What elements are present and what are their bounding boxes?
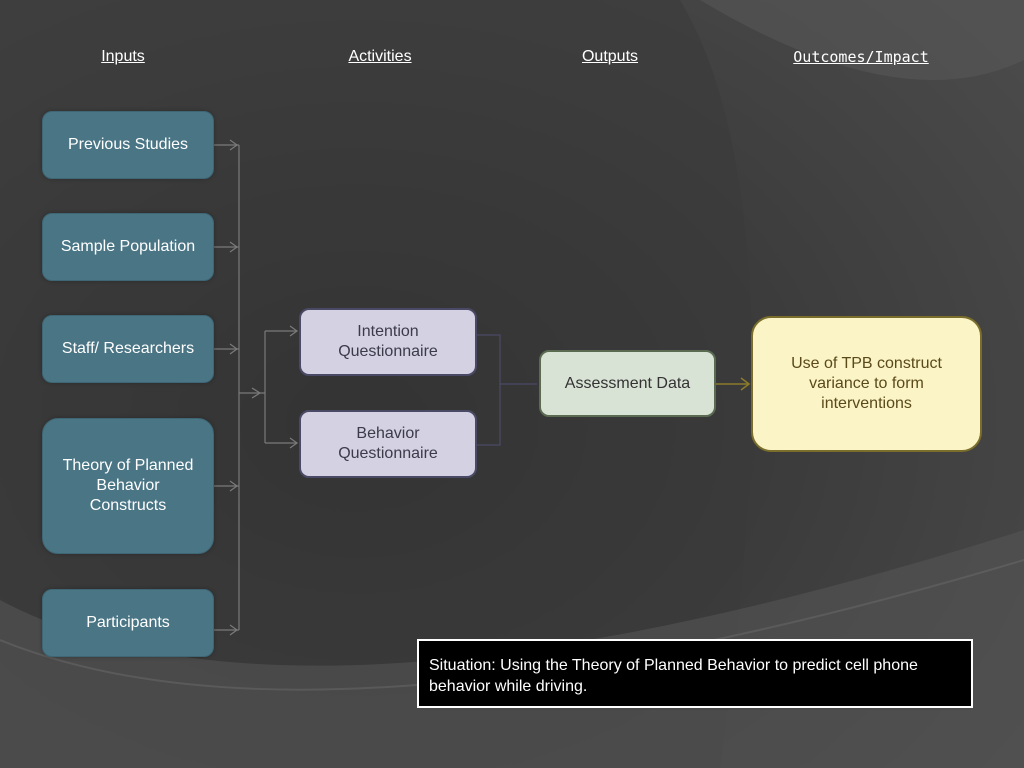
input-sample-population: Sample Population <box>42 213 214 281</box>
heading-outcomes: Outcomes/Impact <box>793 48 929 66</box>
situation-box: Situation: Using the Theory of Planned B… <box>417 639 973 708</box>
heading-activities: Activities <box>348 48 412 65</box>
input-participants: Participants <box>42 589 214 657</box>
output-assessment-data: Assessment Data <box>539 350 716 417</box>
activity-behavior-questionnaire: Behavior Questionnaire <box>299 410 477 478</box>
input-staff-researchers: Staff/ Researchers <box>42 315 214 383</box>
input-tpb-constructs: Theory of Planned Behavior Constructs <box>42 418 214 554</box>
input-previous-studies: Previous Studies <box>42 111 214 179</box>
outcome-tpb-interventions: Use of TPB construct variance to form in… <box>751 316 982 452</box>
activity-intention-questionnaire: Intention Questionnaire <box>299 308 477 376</box>
heading-inputs: Inputs <box>101 48 145 65</box>
heading-outputs: Outputs <box>581 48 639 65</box>
